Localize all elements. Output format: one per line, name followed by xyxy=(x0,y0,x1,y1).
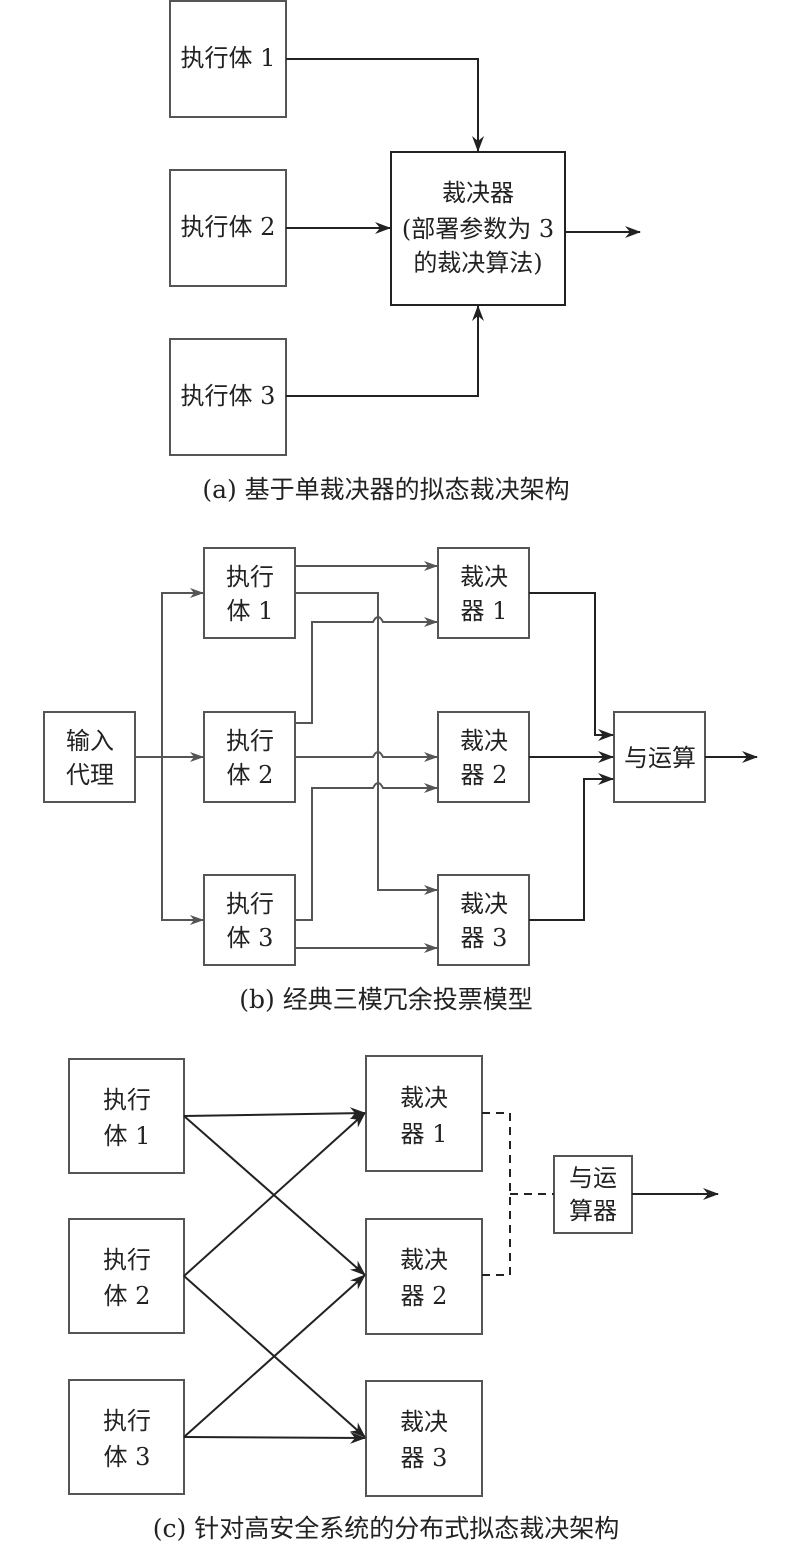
b-adjudicator-2-line1: 裁决 xyxy=(460,727,508,755)
c-adjudicator-2-line1: 裁决 xyxy=(400,1246,448,1274)
b-adjudicator-1-line2: 器 1 xyxy=(461,597,508,625)
c-adjudicator-3-box: 裁决 器 3 xyxy=(365,1380,483,1497)
b-executor-1-line2: 体 1 xyxy=(227,597,274,625)
c-adjudicator-1-box: 裁决 器 1 xyxy=(365,1055,483,1172)
adjudicator-algo-line: 的裁决算法) xyxy=(413,249,542,277)
b-executor-2-line2: 体 2 xyxy=(227,761,274,789)
c-adjudicator-2-box: 裁决 器 2 xyxy=(365,1218,483,1335)
b-adjudicator-2-box: 裁决 器 2 xyxy=(437,711,530,803)
executor-1-box: 执行体 1 xyxy=(169,0,287,118)
dashed-adj1-to-and xyxy=(482,1112,511,1276)
b-adjudicator-1-box: 裁决 器 1 xyxy=(437,547,530,639)
c-executor-2-line2: 体 2 xyxy=(104,1282,151,1310)
caption-b: (b) 经典三模冗余投票模型 xyxy=(239,985,532,1014)
adjudicator-title: 裁决器 xyxy=(442,179,514,207)
arrow-exec3-to-adjudicator xyxy=(286,305,484,397)
panel-a: 执行体 1 执行体 2 执行体 3 裁决器 (部署参数为 3 的裁决算法) (a… xyxy=(169,0,641,504)
arrow-proxy-to-exec1 xyxy=(135,588,204,758)
arrow-exec3-to-adj2 xyxy=(295,782,438,921)
b-executor-2-box: 执行 体 2 xyxy=(203,711,296,803)
b-adjudicator-1-line1: 裁决 xyxy=(460,563,508,591)
arrow-exec1-to-adj3 xyxy=(295,592,438,895)
adjudicator-param-line: (部署参数为 3 xyxy=(402,215,554,243)
panel-c: 执行 体 1 执行 体 2 执行 体 3 裁决 器 1 裁决 器 2 裁决 器 … xyxy=(68,1055,719,1543)
b-and-operation-box: 与运算 xyxy=(613,711,706,803)
c-adjudicator-3-line1: 裁决 xyxy=(400,1408,448,1436)
executor-3-box: 执行体 3 xyxy=(169,338,287,456)
arrow-exec2-to-adj1 xyxy=(295,616,438,724)
c-adjudicator-1-line2: 器 1 xyxy=(401,1120,448,1148)
caption-a: (a) 基于单裁决器的拟态裁决架构 xyxy=(202,475,569,504)
b-executor-2-line1: 执行 xyxy=(226,727,274,755)
b-executor-1-box: 执行 体 1 xyxy=(203,547,296,639)
b-and-operation-label: 与运算 xyxy=(624,744,696,772)
b-executor-1-line1: 执行 xyxy=(226,563,274,591)
adjudicator-box: 裁决器 (部署参数为 3 的裁决算法) xyxy=(390,151,566,306)
b-executor-3-line1: 执行 xyxy=(226,890,274,918)
arrow-exec2-to-adj2 xyxy=(295,751,438,762)
c-adjudicator-2-line2: 器 2 xyxy=(401,1282,448,1310)
c-executor-1-line2: 体 1 xyxy=(104,1122,151,1150)
input-proxy-line1: 输入 xyxy=(66,727,114,755)
arrow-c-exec1-to-adj1 xyxy=(183,1107,366,1120)
c-adjudicator-3-line2: 器 3 xyxy=(401,1444,448,1472)
arrow-exec1-to-adjudicator xyxy=(286,58,484,152)
b-adjudicator-3-line2: 器 3 xyxy=(461,924,508,952)
executor-2-box: 执行体 2 xyxy=(169,169,287,287)
b-adjudicator-3-line1: 裁决 xyxy=(460,890,508,918)
arrow-c-exec2-to-adj1 xyxy=(183,1112,366,1277)
arrow-adj3-to-and xyxy=(529,773,614,921)
b-executor-3-line2: 体 3 xyxy=(227,924,274,952)
c-and-operator-box: 与运 算器 xyxy=(553,1155,633,1234)
arrow-adj1-to-and xyxy=(529,592,614,741)
c-and-operator-line2: 算器 xyxy=(569,1197,617,1225)
arrow-proxy-to-exec3 xyxy=(161,757,204,925)
c-executor-1-box: 执行 体 1 xyxy=(68,1058,185,1174)
c-executor-2-box: 执行 体 2 xyxy=(68,1218,185,1334)
b-executor-3-box: 执行 体 3 xyxy=(203,874,296,966)
c-executor-3-line1: 执行 xyxy=(103,1407,151,1435)
executor-2-label: 执行体 2 xyxy=(181,213,276,241)
arrow-c-exec3-to-adj2 xyxy=(183,1274,366,1438)
input-proxy-line2: 代理 xyxy=(66,761,114,789)
c-executor-3-line2: 体 3 xyxy=(104,1443,151,1471)
b-adjudicator-3-box: 裁决 器 3 xyxy=(437,874,530,966)
panel-b: 输入 代理 执行 体 1 执行 体 2 执行 体 3 裁决 器 1 裁决 器 2 xyxy=(43,547,758,1014)
arrow-c-exec3-to-adj3 xyxy=(183,1431,366,1444)
b-adjudicator-2-line2: 器 2 xyxy=(461,761,508,789)
c-executor-3-box: 执行 体 3 xyxy=(68,1379,185,1495)
executor-3-label: 执行体 3 xyxy=(181,382,276,410)
c-executor-2-line1: 执行 xyxy=(103,1246,151,1274)
executor-1-label: 执行体 1 xyxy=(181,44,276,72)
c-and-operator-line1: 与运 xyxy=(569,1164,617,1192)
input-proxy-box: 输入 代理 xyxy=(43,711,136,803)
c-executor-1-line1: 执行 xyxy=(103,1086,151,1114)
c-adjudicator-1-line1: 裁决 xyxy=(400,1084,448,1112)
caption-c: (c) 针对高安全系统的分布式拟态裁决架构 xyxy=(153,1514,619,1543)
